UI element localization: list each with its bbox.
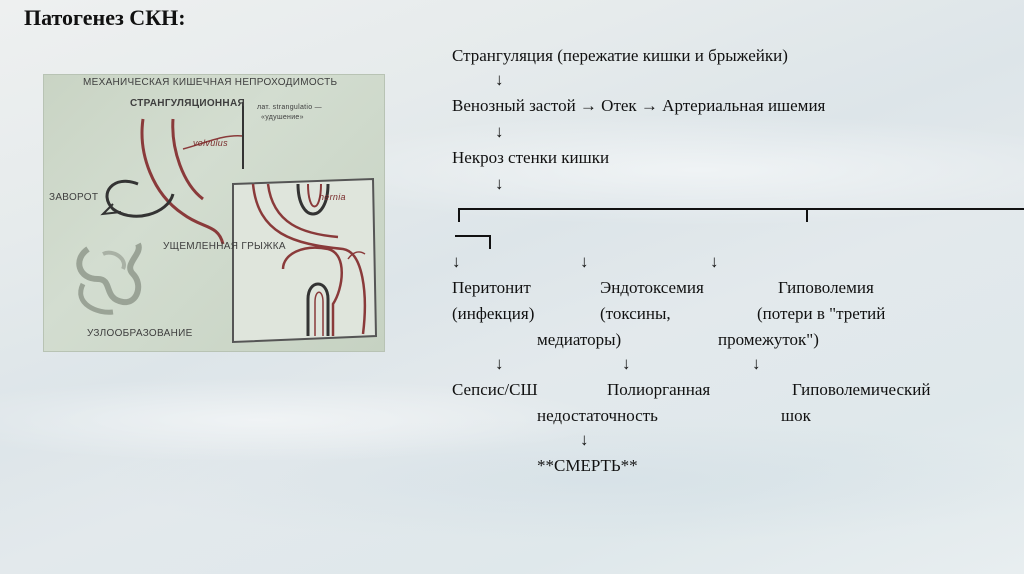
photo-zavorot-label: ЗАВОРОТ: [49, 192, 99, 203]
branch-arrow-hypovolemia: ↓: [710, 252, 719, 271]
illustration-photo: МЕХАНИЧЕСКАЯ КИШЕЧНАЯ НЕПРОХОДИМОСТЬ СТР…: [43, 74, 385, 352]
photo-strangulation-label: СТРАНГУЛЯЦИОННАЯ: [130, 98, 245, 109]
flow-step-venous: Венозный застой → Отек → Артериальная иш…: [452, 96, 826, 115]
branch-peritonitis-detail: (инфекция): [452, 304, 535, 323]
photo-latin-label: лат. strangulatio —: [257, 104, 322, 111]
flow-arrow-2: ↓: [495, 122, 504, 141]
branch-endotoxemia-detail-2: медиаторы): [537, 330, 622, 349]
branch-bracket-top: [458, 208, 1024, 210]
slide-title: Патогенез СКН:: [24, 5, 186, 30]
outcome-arrow-shock: ↓: [752, 354, 761, 373]
photo-latin-meaning: «удушение»: [261, 114, 304, 121]
photo-nodulation-label: УЗЛООБРАЗОВАНИЕ: [87, 328, 193, 339]
flow-step-necrosis: Некроз стенки кишки: [452, 148, 610, 167]
branch-hypovolemia-detail-2: промежуток"): [718, 330, 819, 349]
branch-bracket-right-tick: [806, 208, 808, 222]
photo-heading: МЕХАНИЧЕСКАЯ КИШЕЧНАЯ НЕПРОХОДИМОСТЬ: [83, 77, 338, 88]
outcome-arrow-sepsis: ↓: [495, 354, 504, 373]
branch-hypovolemia-detail: (потери в "третий: [757, 304, 886, 323]
branch-peritonitis-title: Перитонит: [452, 278, 531, 297]
intestine-drawings: [76, 102, 378, 344]
branch-arrow-endotoxemia: ↓: [580, 252, 589, 271]
flow-step-strangulation: Странгуляция (пережатие кишки и брыжейки…: [452, 46, 788, 65]
photo-volvulus-label: volvulus: [193, 138, 228, 148]
branch-hypovolemia-title: Гиповолемия: [778, 278, 874, 297]
flow-arrow-3: ↓: [495, 174, 504, 193]
branch-arrow-peritonitis: ↓: [452, 252, 461, 271]
outcome-arrow-mof: ↓: [622, 354, 631, 373]
branch-bracket-left-tick: [458, 208, 460, 222]
outcome-mof: Полиорганная: [607, 380, 711, 399]
final-arrow: ↓: [580, 430, 589, 449]
branch-bracket-small-tick: [489, 235, 491, 249]
outcome-sepsis: Сепсис/СШ: [452, 380, 538, 399]
outcome-mof-line2: недостаточность: [537, 406, 658, 425]
outcome-shock-line2: шок: [781, 406, 811, 425]
branch-endotoxemia-detail: (токсины,: [600, 304, 671, 323]
branch-bracket-small: [455, 235, 490, 237]
photo-hernia-latin-label: hernia: [319, 192, 346, 202]
final-death: **СМЕРТЬ**: [537, 456, 638, 475]
flow-arrow-1: ↓: [495, 70, 504, 89]
photo-hernia-label: УЩЕМЛЕННАЯ ГРЫЖКА: [163, 241, 286, 252]
branch-endotoxemia-title: Эндотоксемия: [600, 278, 704, 297]
outcome-shock: Гиповолемический: [792, 380, 931, 399]
